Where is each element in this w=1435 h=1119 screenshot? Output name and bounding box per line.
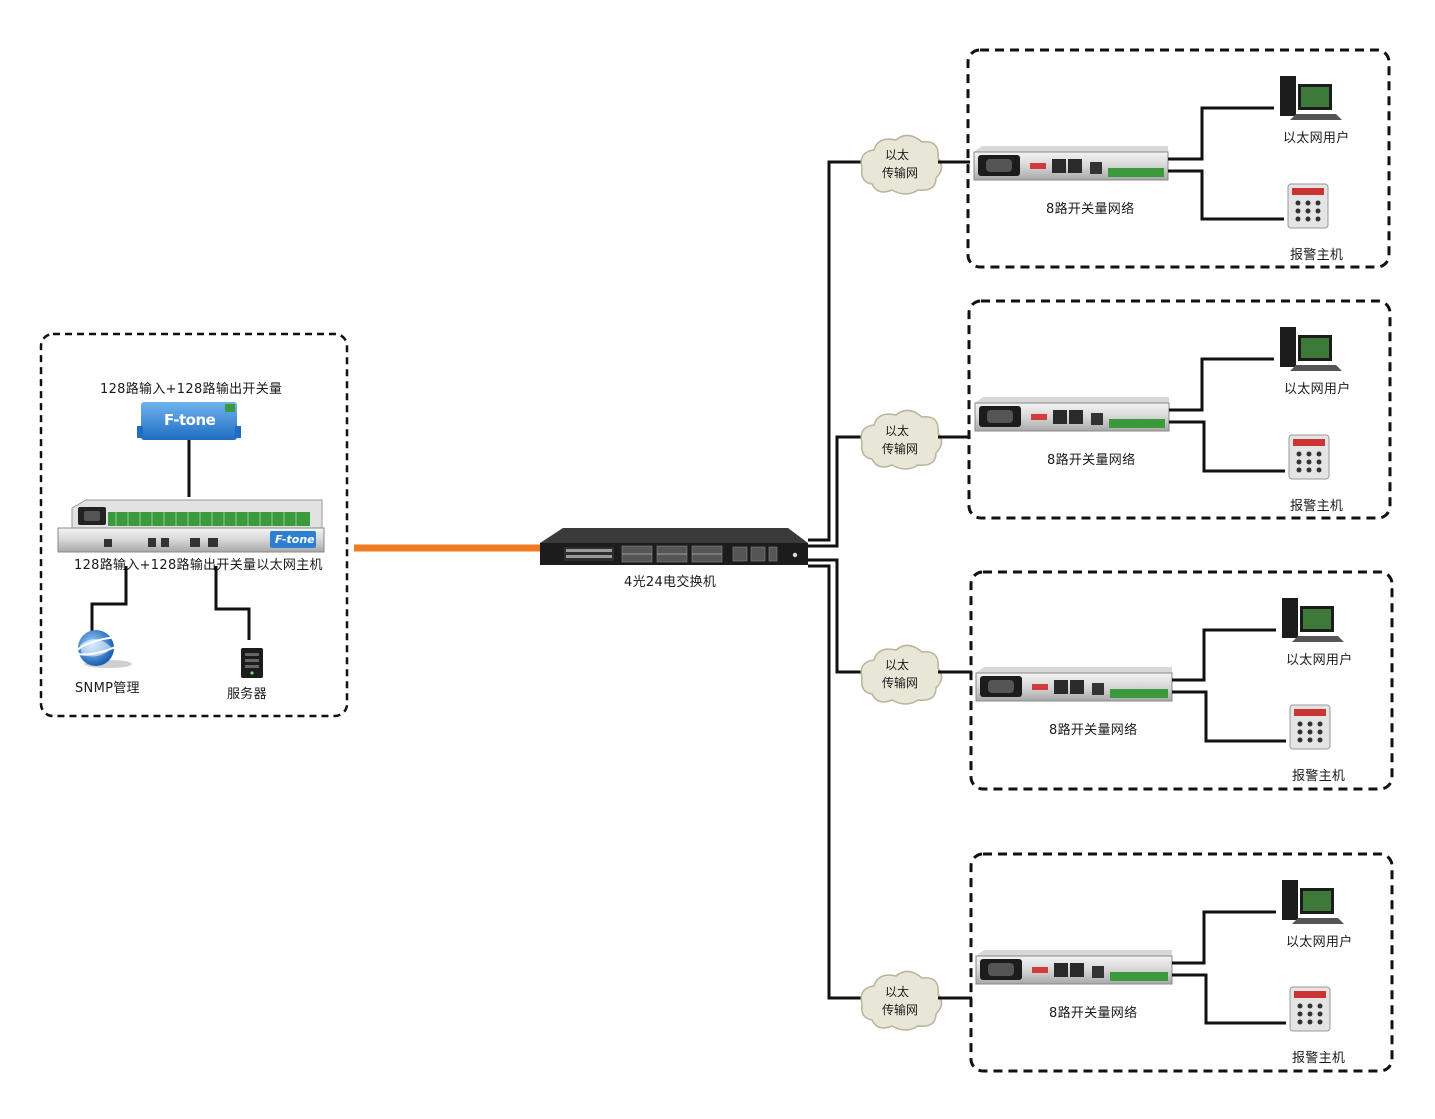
trunk-link-3: [808, 558, 862, 674]
snmp-label: SNMP管理: [75, 681, 140, 696]
host-snmp-link: [90, 566, 128, 632]
cloud-icon: [860, 644, 943, 705]
cloud-label-line2: 传输网: [881, 442, 918, 456]
cloud-label-line1: 以太: [884, 985, 909, 999]
cloud-label-line1: 以太: [884, 658, 909, 672]
alarm-panel-icon: [1289, 704, 1331, 750]
device-label: 8路开关量网络: [1047, 453, 1136, 468]
alarm-panel-icon: [1289, 986, 1331, 1032]
alarm-panel-icon: [1287, 183, 1329, 229]
device-alarm-link: [1168, 169, 1284, 221]
branch-frame: [969, 570, 1394, 791]
cloud-label-line1: 以太: [884, 424, 909, 438]
io-module-icon: [137, 402, 241, 440]
user-label: 以太网用户: [1284, 382, 1351, 397]
io-device-icon: [975, 950, 1173, 985]
host-label: 128路输入+128路输出开关量以太网主机: [74, 558, 323, 573]
cloud-label-line2: 传输网: [881, 676, 918, 690]
device-alarm-link: [1172, 690, 1286, 743]
computer-icon: [1282, 880, 1344, 924]
trunk-link-1: [808, 160, 862, 542]
device-user-link: [1172, 910, 1276, 965]
io-module-label: 128路输入+128路输出开关量: [100, 382, 283, 397]
io-module-brand: F-tone: [164, 411, 216, 429]
device-label: 8路开关量网络: [1049, 723, 1138, 738]
trunk-link-2: [808, 435, 862, 548]
io-device-icon: [975, 667, 1173, 702]
device-user-link: [1172, 628, 1276, 682]
cloud-icon: [860, 134, 943, 195]
server-icon: [241, 648, 263, 678]
alarm-label: 报警主机: [1290, 248, 1344, 263]
cloud-label-line2: 传输网: [881, 1003, 918, 1017]
device-user-link: [1168, 106, 1274, 161]
device-label: 8路开关量网络: [1046, 202, 1135, 217]
host-group-frame: [39, 332, 349, 718]
server-label: 服务器: [227, 687, 267, 702]
device-alarm-link: [1169, 420, 1285, 473]
computer-icon: [1280, 76, 1342, 120]
device-alarm-link: [1172, 973, 1286, 1025]
cloud-label-line1: 以太: [884, 148, 909, 162]
alarm-panel-icon: [1288, 434, 1330, 480]
user-label: 以太网用户: [1286, 653, 1353, 668]
switch-icon: [540, 528, 808, 565]
cloud-icon: [860, 409, 943, 470]
cloud-label-line2: 传输网: [881, 166, 918, 180]
snmp-globe-icon: [75, 630, 132, 668]
alarm-label: 报警主机: [1290, 499, 1344, 514]
host-chassis-icon: [57, 499, 325, 553]
host-brand: F-tone: [275, 533, 315, 546]
alarm-label: 报警主机: [1292, 769, 1346, 784]
switch-label: 4光24电交换机: [624, 575, 717, 590]
user-label: 以太网用户: [1286, 935, 1353, 950]
device-user-link: [1169, 357, 1274, 412]
io-device-icon: [973, 146, 1169, 181]
host-server-link: [214, 566, 251, 640]
alarm-label: 报警主机: [1292, 1051, 1346, 1066]
cloud-icon: [860, 970, 943, 1031]
trunk-link-4: [808, 564, 862, 1000]
user-label: 以太网用户: [1283, 131, 1350, 146]
branch-frame: [969, 852, 1394, 1073]
branch-frame: [967, 299, 1392, 520]
io-device-icon: [974, 397, 1170, 432]
branch-frame: [966, 48, 1391, 269]
computer-icon: [1282, 598, 1344, 642]
computer-icon: [1280, 327, 1342, 371]
device-label: 8路开关量网络: [1049, 1006, 1138, 1021]
